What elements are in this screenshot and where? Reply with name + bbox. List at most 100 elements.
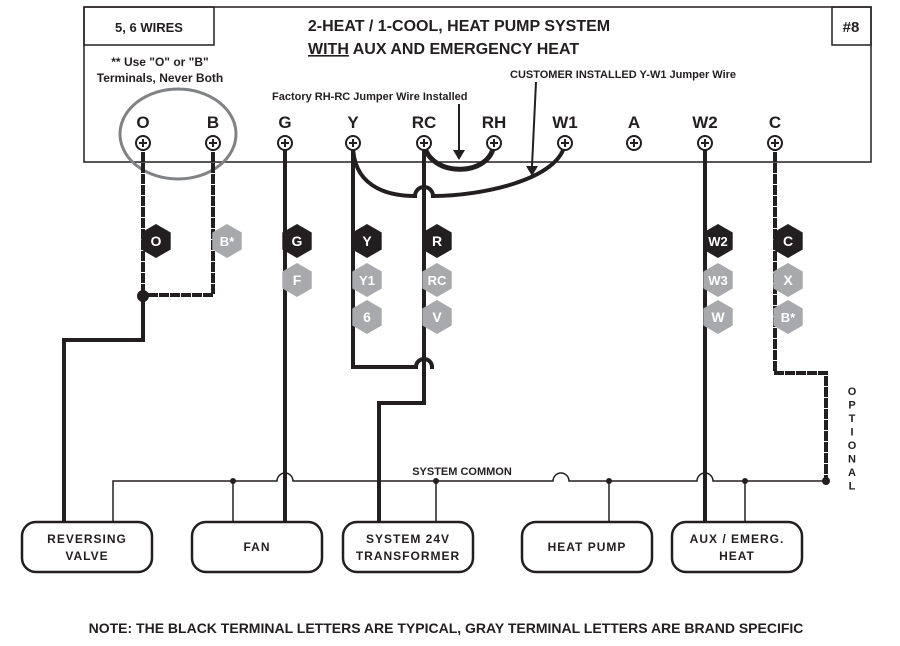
- optional-letter: L: [849, 481, 856, 493]
- screw-slot: [561, 139, 569, 147]
- system-common-label: SYSTEM COMMON: [412, 466, 512, 478]
- aux-heat-label-1: AUX / EMERG.: [690, 532, 785, 546]
- hex-tag-label: Y1: [359, 273, 375, 288]
- rh-rc-jumper: [421, 140, 497, 172]
- terminal-label: B: [207, 113, 219, 132]
- ob-note-line2: Terminals, Never Both: [97, 71, 223, 85]
- optional-letter: N: [848, 454, 856, 466]
- hex-tag-label: W: [711, 309, 725, 325]
- wire-tag-y-1: Y1: [352, 263, 382, 297]
- terminal-label: RC: [412, 113, 437, 132]
- hex-tag: [703, 224, 733, 258]
- system-common-line: [112, 472, 827, 527]
- hex-tag: [352, 263, 382, 297]
- title-rest: AUX AND EMERGENCY HEAT: [349, 41, 579, 58]
- wire-tag-y-2: 6: [352, 300, 382, 334]
- factory-jumper-note: Factory RH-RC Jumper Wire Installed: [272, 91, 468, 103]
- wire-b: [141, 141, 215, 297]
- reversing-valve-label-2: VALVE: [65, 549, 108, 563]
- aux-heat-box: AUX / EMERG. HEAT: [670, 520, 804, 574]
- reversing-valve-label-1: REVERSING: [47, 532, 127, 546]
- screw-slot: [349, 139, 357, 147]
- transformer-box: SYSTEM 24V TRANSFORMER: [341, 520, 475, 574]
- hex-tag-label: B*: [220, 234, 235, 249]
- common-junction-dot: [433, 478, 439, 484]
- screw-slot: [701, 139, 709, 147]
- terminal-b: B: [205, 113, 221, 151]
- hex-tag-label: 6: [363, 309, 371, 325]
- customer-jumper-note: CUSTOMER INSTALLED Y-W1 Jumper Wire: [510, 69, 736, 81]
- terminal-c: C: [767, 113, 783, 151]
- hex-tag-label: V: [432, 309, 442, 325]
- hex-tag: [703, 300, 733, 334]
- wire-tag-r-2: V: [422, 300, 452, 334]
- wire-tag-r-0: R: [422, 224, 452, 258]
- optional-letter: I: [850, 427, 853, 439]
- fan-label: FAN: [244, 540, 271, 554]
- optional-letter: A: [848, 467, 856, 479]
- customer-jumper-arrow: [526, 81, 538, 176]
- title-with-word: WITH: [308, 41, 349, 58]
- heat-pump-label: HEAT PUMP: [548, 540, 627, 554]
- terminal-label: W1: [552, 113, 578, 132]
- transformer-label-2: TRANSFORMER: [356, 549, 460, 563]
- transformer-label-1: SYSTEM 24V: [366, 532, 450, 546]
- wire-tag-c-2: B*: [773, 300, 803, 334]
- terminal-w2: W2: [692, 113, 718, 151]
- screw-slot: [209, 139, 217, 147]
- terminal-label: W2: [692, 113, 718, 132]
- ob-note-line1: ** Use "O" or "B": [111, 55, 208, 69]
- terminal-rh: RH: [482, 113, 507, 151]
- wire-c: [773, 141, 828, 483]
- hex-tag: [282, 224, 312, 258]
- wire-tag-w2-1: W3: [703, 263, 733, 297]
- terminal-g: G: [277, 113, 293, 151]
- hex-tag-label: C: [783, 233, 793, 249]
- hex-tag: [422, 224, 452, 258]
- reversing-valve-box: REVERSING VALVE: [20, 520, 154, 574]
- wire-tag-g-1: F: [282, 263, 312, 297]
- thermostat-panel: [83, 6, 872, 163]
- terminal-label: Y: [347, 113, 359, 132]
- hex-tag: [703, 263, 733, 297]
- hex-tag: [141, 224, 171, 258]
- optional-letter: T: [849, 413, 856, 425]
- wire-tag-g-0: G: [282, 224, 312, 258]
- terminal-y: Y: [345, 113, 361, 151]
- hex-tag-label: B*: [781, 310, 796, 325]
- screw-slot: [630, 139, 638, 147]
- wire-tag-b-0: B*: [212, 224, 242, 258]
- optional-letter: O: [848, 440, 857, 452]
- terminal-label: A: [628, 113, 640, 132]
- hex-tag: [212, 224, 242, 258]
- wire-reversing-valve: [62, 294, 145, 524]
- screw-slot: [281, 139, 289, 147]
- hex-tag-label: W2: [708, 234, 728, 249]
- screw-slot: [420, 139, 428, 147]
- optional-letter: P: [848, 400, 855, 412]
- diagram-number: #8: [843, 19, 860, 36]
- terminal-rc: RC: [412, 113, 437, 151]
- hex-tag: [773, 300, 803, 334]
- y-w1-jumper-hop: [412, 185, 436, 199]
- wire-tag-w2-2: W: [703, 300, 733, 334]
- heat-pump-box: HEAT PUMP: [520, 520, 654, 574]
- hex-tag-label: W3: [708, 273, 728, 288]
- hex-tag: [773, 224, 803, 258]
- diagram-title-line1: 2-HEAT / 1-COOL, HEAT PUMP SYSTEM: [308, 18, 610, 35]
- common-junction-dot: [230, 478, 236, 484]
- aux-heat-label-2: HEAT: [719, 549, 755, 563]
- terminal-label: RH: [482, 113, 507, 132]
- diagram-number-box: [831, 6, 872, 46]
- ob-junction-dot: [137, 290, 149, 302]
- wire-tag-y-0: Y: [352, 224, 382, 258]
- c-common-junction-dot: [822, 477, 830, 485]
- hex-tag-label: O: [151, 233, 162, 249]
- hex-tag-label: RC: [428, 273, 447, 288]
- hex-tag: [282, 263, 312, 297]
- hex-tag-label: F: [293, 272, 302, 288]
- terminal-label: O: [136, 113, 149, 132]
- terminal-w1: W1: [552, 113, 578, 151]
